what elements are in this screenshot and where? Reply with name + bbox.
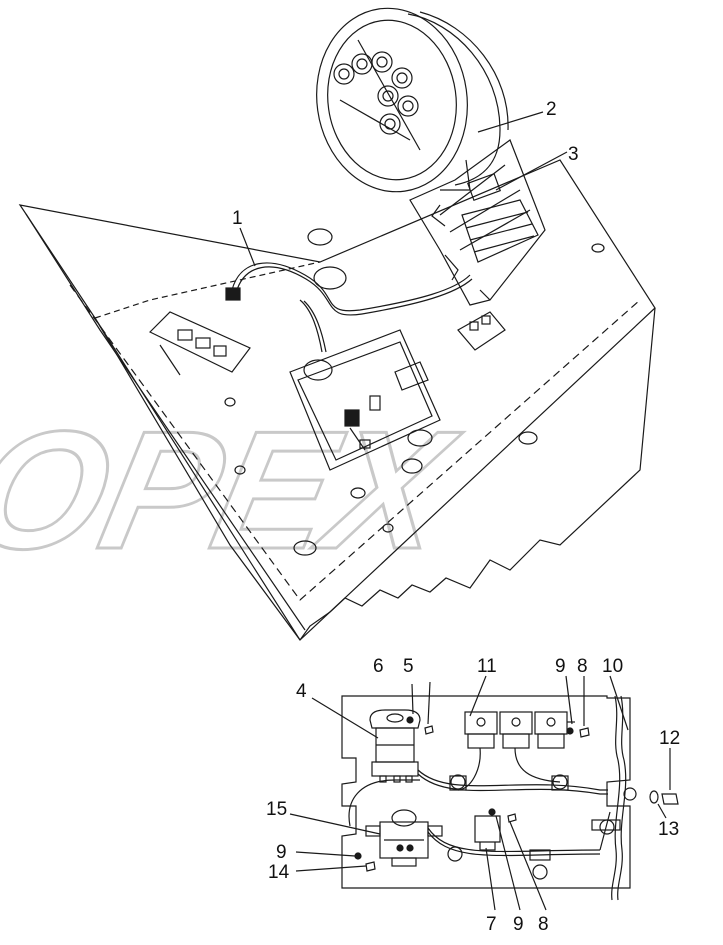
callout-7: 7 [486,914,497,935]
bottom-leaders [289,675,671,911]
steering-wheel [316,7,509,193]
screws-9-14 [354,852,376,872]
callout-2: 2 [546,99,557,120]
screws-5-6 [406,716,434,735]
relay-bank-11 [464,711,575,749]
center-mount-plate [289,329,441,471]
callout-15: 15 [266,799,287,820]
callout-14: 14 [268,862,290,883]
bottom-callout-labels: 4 5 6 11 9 8 10 12 13 15 9 14 7 9 8 [266,656,680,935]
switch-7 [474,808,517,851]
callout-13: 13 [658,819,679,840]
callout-9-upper: 9 [555,656,566,677]
screws-9-8-upper [566,727,590,738]
right-connector-block [457,311,506,351]
callout-11: 11 [477,656,497,677]
callout-9-left: 9 [276,842,287,863]
callout-10: 10 [602,656,623,677]
callout-1: 1 [232,208,243,229]
left-switch-panel [148,311,251,376]
wire-harness [225,262,473,353]
electrical-panel-detail [289,675,679,911]
bolt-12-13 [649,790,679,805]
callout-5: 5 [403,656,414,677]
watermark: OPEX [0,394,473,585]
top-assembly [18,7,656,641]
callout-9-lower: 9 [513,914,524,935]
callout-3: 3 [568,144,579,165]
relay-4 [369,709,421,783]
callout-6: 6 [373,656,384,677]
panel-wiring [348,747,611,857]
floor-plate [18,159,656,641]
solenoid-15 [365,809,443,867]
panel-outline [341,695,631,889]
callout-4: 4 [296,681,307,702]
top-callout-labels: 1 2 3 [232,99,579,229]
top-leaders [239,111,568,267]
watermark-text: OPEX [0,396,471,584]
cable-10 [611,695,627,901]
callout-12: 12 [659,728,680,749]
callout-8-upper: 8 [577,656,588,677]
cable-clamps [449,775,621,861]
steering-column [409,139,546,306]
callout-8-lower: 8 [538,914,549,935]
mounting-holes [447,774,637,880]
